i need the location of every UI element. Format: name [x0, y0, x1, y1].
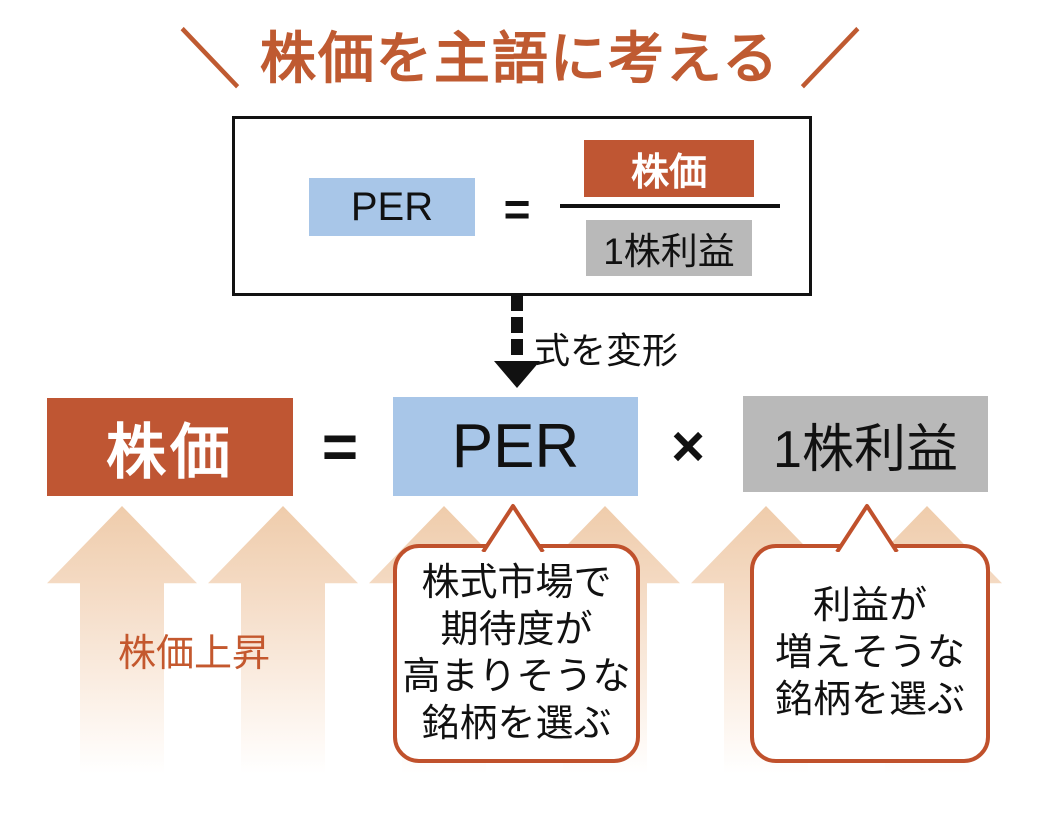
per-formula-box: PER = 株価 1株利益: [232, 116, 812, 296]
eps-advice-bubble: 利益が 増えそうな 銘柄を選ぶ: [750, 544, 990, 763]
formula-per-chip: PER: [309, 178, 475, 236]
title-left-slash-mark: ＼: [179, 24, 240, 95]
bubble-tail-icon: [835, 504, 899, 552]
dashed-down-arrow-head-icon: [494, 361, 540, 388]
formula-equals-sign: =: [503, 183, 531, 235]
formula-numerator-stock-price: 株価: [584, 140, 754, 197]
fraction-bar: [560, 204, 780, 208]
equation-per-box: PER: [393, 397, 638, 496]
equation-stock-price-box: 株価: [47, 398, 293, 496]
per-advice-line: 銘柄を選ぶ: [421, 702, 612, 745]
per-advice-line: 高まりそうな: [402, 655, 631, 698]
eps-advice-line: 利益が: [812, 585, 927, 627]
equation-eps-box: 1株利益: [743, 396, 988, 492]
bubble-tail-icon: [481, 504, 545, 552]
per-advice-line: 株式市場で: [421, 561, 612, 604]
title-right-slash-mark: ／: [800, 24, 861, 95]
page-title-text: 株価を主語に考える: [259, 26, 781, 90]
eps-advice-line: 増えそうな: [774, 632, 965, 674]
stock-price-rise-label: 株価上昇: [118, 633, 271, 675]
dashed-down-arrow-shaft: [511, 295, 523, 361]
page-title: ＼ 株価を主語に考える ／: [0, 14, 1040, 94]
equation-multiply-sign: ×: [671, 414, 705, 479]
formula-denominator-eps: 1株利益: [586, 220, 752, 276]
per-advice-line: 期待度が: [440, 608, 593, 651]
per-advice-bubble: 株式市場で 期待度が 高まりそうな 銘柄を選ぶ: [393, 544, 640, 763]
equation-equals-sign: =: [321, 412, 359, 482]
transform-label: 式を変形: [534, 330, 679, 371]
eps-advice-line: 銘柄を選ぶ: [774, 679, 965, 721]
